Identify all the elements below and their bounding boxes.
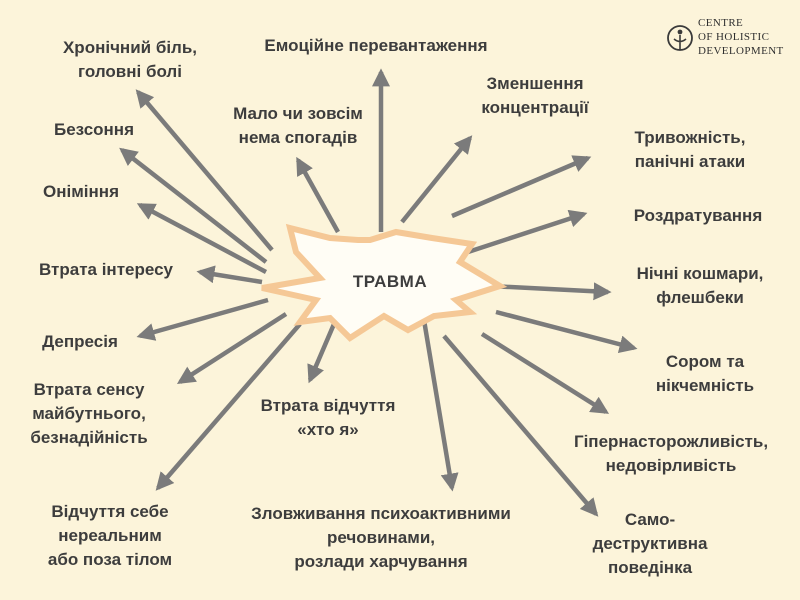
symptom-hypervigilance: Гіпернасторожливість, недовірливість <box>546 430 796 478</box>
arrow-depression <box>136 297 269 341</box>
symptom-future-loss-line: майбутнього, <box>32 404 146 423</box>
arrow-shame <box>495 309 638 354</box>
symptom-depression: Депресія <box>20 330 140 354</box>
logo-line-3: DEVELOPMENT <box>698 45 784 57</box>
arrow-self-destructive <box>442 334 599 517</box>
symptom-concentration: Зменшення концентрації <box>460 72 610 120</box>
arrow-insomnia <box>119 147 268 264</box>
logo-emblem-icon <box>667 25 693 51</box>
symptom-nightmares: Нічні кошмари, флешбеки <box>610 262 790 310</box>
symptom-numbness-line: Оніміння <box>43 182 119 201</box>
symptom-hypervigilance-line: Гіпернасторожливість, <box>573 432 769 451</box>
symptom-future-loss-line: Втрата сенсу <box>33 380 145 399</box>
arrow-chronic-pain <box>135 89 274 252</box>
symptom-loss-of-interest-line: Втрата інтересу <box>38 260 174 279</box>
arrow-anxiety <box>451 155 592 219</box>
symptom-unreal-line: Відчуття себе <box>51 502 169 521</box>
symptom-numbness: Оніміння <box>16 180 146 204</box>
symptom-anxiety-line: Тривожність, <box>634 128 746 147</box>
arrow-numbness <box>136 203 268 274</box>
symptom-insomnia-line: Безсоння <box>54 120 134 139</box>
symptom-depression-line: Депресія <box>42 332 118 351</box>
symptom-substance-abuse: Зловживання психоактивними речовинами, роз… <box>226 502 536 574</box>
symptom-unreal-line: нереальним <box>58 526 162 545</box>
arrow-identity-loss <box>307 323 337 384</box>
symptom-chronic-pain: Хронічний біль, головні болі <box>30 36 230 84</box>
symptom-anxiety-line: панічні атаки <box>634 152 746 171</box>
symptom-self-destructive-line: поведінка <box>607 558 693 577</box>
arrow-substance-abuse <box>421 319 459 492</box>
symptom-no-memories-line: нема спогадів <box>238 128 358 147</box>
symptom-emotional-overload-line: Емоційне перевантаження <box>264 36 488 55</box>
symptom-unreal: Відчуття себе нереальним або поза тілом <box>20 500 200 572</box>
symptom-concentration-line: концентрації <box>481 98 589 117</box>
symptom-chronic-pain-line: головні болі <box>78 62 182 81</box>
symptom-no-memories-line: Мало чи зовсім <box>233 104 363 123</box>
arrow-no-memories <box>296 156 340 234</box>
symptom-nightmares-line: флешбеки <box>656 288 744 307</box>
symptom-loss-of-interest: Втрата інтересу <box>16 258 196 282</box>
symptom-no-memories: Мало чи зовсім нема спогадів <box>208 102 388 150</box>
logo-line-2: OF HOLISTIC <box>698 31 770 43</box>
symptom-insomnia: Безсоння <box>24 118 164 142</box>
symptom-identity-loss: Втрата відчуття «хто я» <box>238 394 418 442</box>
symptom-substance-abuse-line: речовинами, <box>326 528 436 547</box>
symptom-concentration-line: Зменшення <box>486 74 584 93</box>
symptom-nightmares-line: Нічні кошмари, <box>636 264 764 283</box>
symptom-identity-loss-line: Втрата відчуття <box>260 396 396 415</box>
symptom-identity-loss-line: «хто я» <box>297 420 359 439</box>
symptom-shame: Сором та нікчемність <box>630 350 780 398</box>
symptom-substance-abuse-line: Зловживання психоактивними <box>251 504 511 523</box>
symptom-substance-abuse-line: розлади харчування <box>294 552 468 571</box>
symptom-self-destructive-line: Само- <box>624 510 676 529</box>
symptom-self-destructive: Само-деструктивна поведінка <box>580 508 720 580</box>
symptom-irritability: Роздратування <box>608 204 788 228</box>
arrow-irritability <box>467 209 588 255</box>
symptom-shame-line: нікчемність <box>655 376 755 395</box>
symptom-future-loss: Втрата сенсу майбутнього, безнадійність <box>4 378 174 450</box>
arrow-nightmares <box>489 282 612 301</box>
symptom-future-loss-line: безнадійність <box>30 428 148 447</box>
symptom-unreal-line: або поза тілом <box>47 550 173 569</box>
symptom-irritability-line: Роздратування <box>633 206 763 225</box>
symptom-hypervigilance-line: недовірливість <box>605 456 737 475</box>
symptom-anxiety: Тривожність, панічні атаки <box>600 126 780 174</box>
arrows-group <box>119 68 638 517</box>
center-label: ТРАВМА <box>352 272 428 291</box>
arrow-concentration <box>400 135 473 224</box>
symptom-self-destructive-line: деструктивна <box>592 534 708 553</box>
arrow-unreal <box>155 322 302 491</box>
logo: CENTRE OF HOLISTIC DEVELOPMENT <box>664 14 794 64</box>
arrow-hypervigilance <box>480 332 610 414</box>
arrow-future-loss <box>176 312 288 384</box>
trauma-burst <box>261 223 508 342</box>
symptom-shame-line: Сором та <box>665 352 745 371</box>
arrow-loss-of-interest <box>196 265 263 285</box>
symptom-emotional-overload: Емоційне перевантаження <box>236 34 516 58</box>
symptom-chronic-pain-line: Хронічний біль, <box>62 38 198 57</box>
logo-line-1: CENTRE <box>698 17 744 29</box>
